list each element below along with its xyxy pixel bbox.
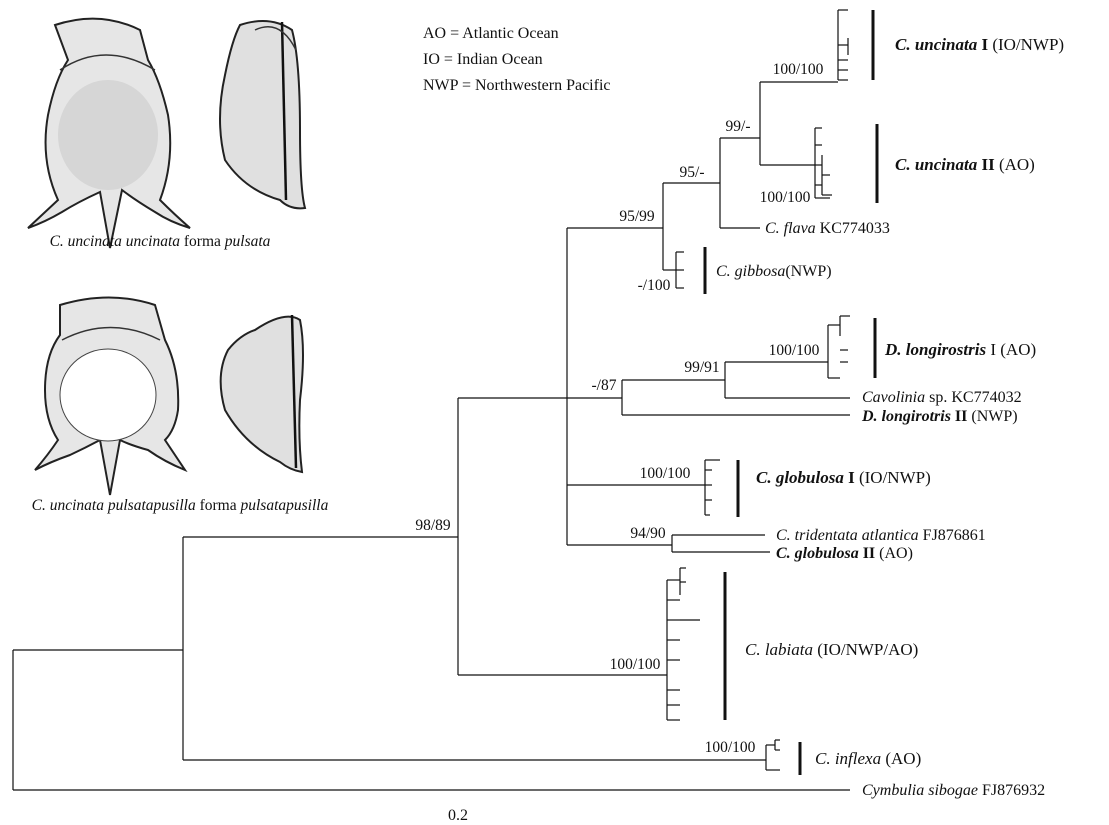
taxon-longirotris-II: D. longirotris II (NWP)	[861, 408, 1018, 425]
taxon-globulosa-I: C. globulosa I (IO/NWP)	[756, 468, 931, 487]
support-uncinata-I: 100/100	[773, 61, 824, 78]
taxon-labels: C. uncinata I (IO/NWP) C. uncinata II (A…	[716, 35, 1064, 799]
taxon-uncinata-I: C. uncinata I (IO/NWP)	[895, 35, 1064, 54]
taxon-cavolinia-sp: Cavolinia sp. KC774032	[862, 389, 1022, 406]
support-uncinata-group: 99/-	[726, 118, 751, 135]
illustration-caption-pulsatapusilla: C. uncinata pulsatapusilla forma pulsata…	[32, 497, 329, 514]
legend-nwp: NWP = Northwestern Pacific	[423, 77, 611, 94]
legend-ao: AO = Atlantic Ocean	[423, 25, 559, 42]
support-labiata: 100/100	[610, 656, 661, 673]
shell-illustration-pulsata-side	[220, 21, 305, 208]
support-longirostris-group: -/87	[592, 377, 617, 394]
support-ingroup: 98/89	[415, 517, 451, 534]
scale-bar-label: 0.2	[448, 807, 468, 824]
shell-illustration-pulsatapusilla-front	[35, 298, 185, 496]
taxon-globulosa-II: C. globulosa II (AO)	[776, 545, 913, 562]
taxon-flava: C. flava KC774033	[765, 220, 890, 237]
illustration-caption-pulsata: C. uncinata uncinata forma pulsata	[50, 233, 271, 250]
taxon-longirostris-I: D. longirostris I (AO)	[884, 340, 1036, 359]
support-inflexa: 100/100	[705, 739, 756, 756]
taxon-gibbosa: C. gibbosa(NWP)	[716, 263, 832, 280]
support-gibbosa: -/100	[638, 277, 671, 294]
support-globulosa-I: 100/100	[640, 465, 691, 482]
shell-illustration-pulsata-front	[28, 19, 190, 248]
support-longirostris-cav: 99/91	[684, 359, 719, 376]
support-upper-clade: 95/99	[619, 208, 655, 225]
taxon-tridentata: C. tridentata atlantica FJ876861	[776, 527, 986, 544]
support-longirostris-I: 100/100	[769, 342, 820, 359]
legend-io: IO = Indian Ocean	[423, 51, 543, 68]
shell-illustration-pulsatapusilla-side	[221, 315, 303, 472]
support-uncinata-flava: 95/-	[680, 164, 705, 181]
taxon-inflexa: C. inflexa (AO)	[815, 749, 921, 768]
taxon-uncinata-II: C. uncinata II (AO)	[895, 155, 1035, 174]
support-tridentata: 94/90	[630, 525, 666, 542]
taxon-labiata: C. labiata (IO/NWP/AO)	[745, 640, 918, 659]
support-uncinata-II: 100/100	[760, 189, 811, 206]
taxon-cymbulia: Cymbulia sibogae FJ876932	[862, 782, 1045, 799]
